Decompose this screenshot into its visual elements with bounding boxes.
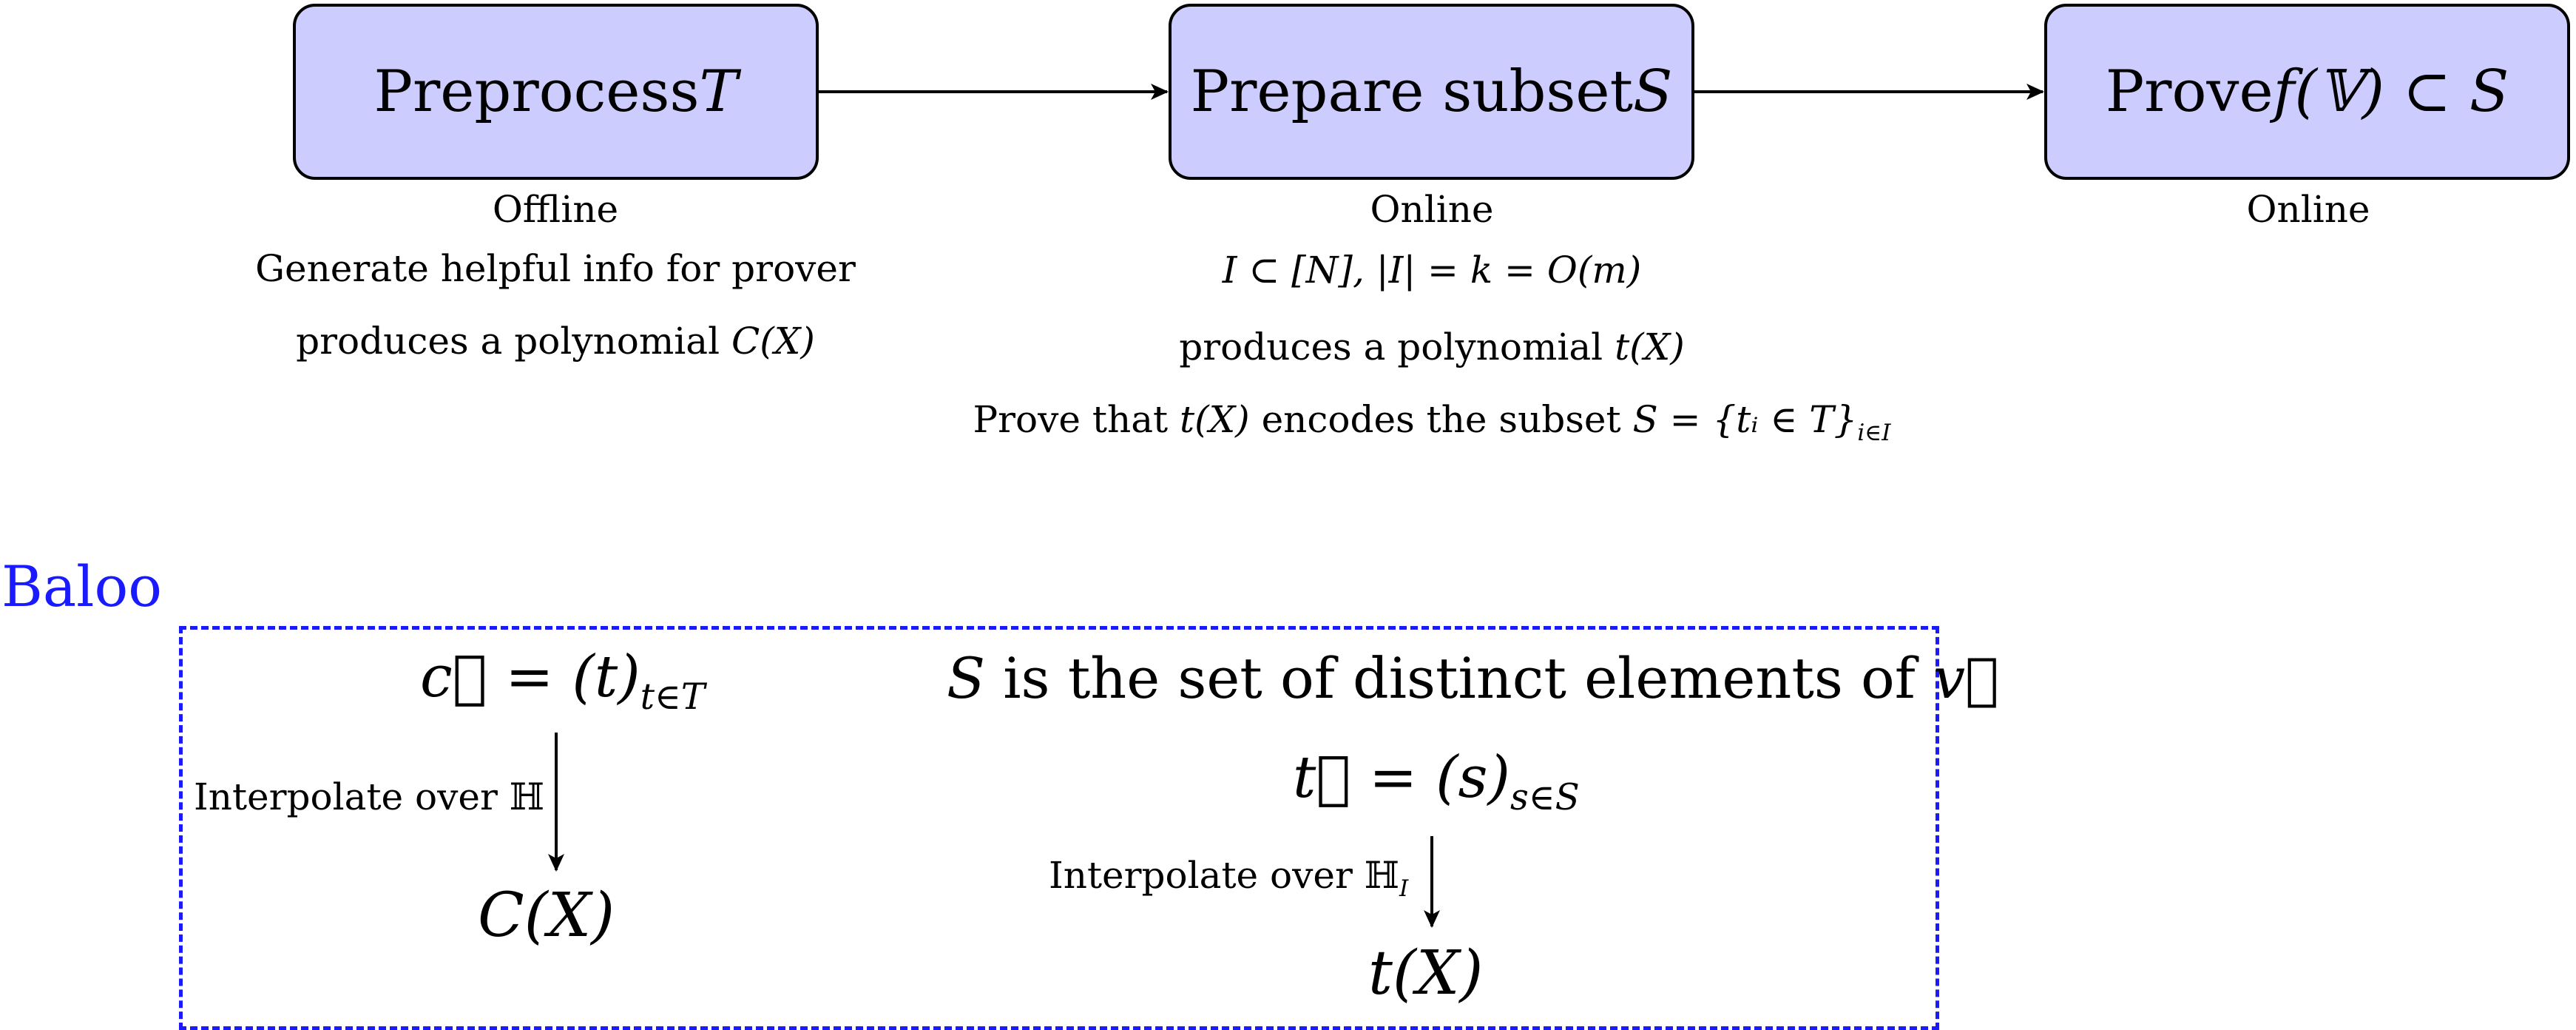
prepare-subset-box-label: Prepare subset xyxy=(1190,58,1633,125)
t-vector-text: t⃗ = (s) xyxy=(1293,744,1510,811)
cX-poly: C(X) xyxy=(478,881,615,951)
col2-line3-math-b: S = {tᵢ ∈ T} xyxy=(1632,398,1858,441)
c-vector-subscript: t∈T xyxy=(640,676,706,718)
col1-line2-text: produces a polynomial xyxy=(296,320,731,363)
set-description: S is the set of distinct elements of v⃗ xyxy=(947,645,1999,711)
col2-line1: I ⊂ [N], |I| = k = O(m) xyxy=(1222,249,1642,292)
col2-line2: produces a polynomial t(X) xyxy=(1179,326,1685,368)
prove-box-math: f(𝕍) ⊂ S xyxy=(2273,58,2509,125)
baloo-title: Baloo xyxy=(1,553,162,619)
prove-box-label: Prove xyxy=(2105,58,2274,125)
col1-line2: produces a polynomial C(X) xyxy=(296,320,815,363)
col2-line3: Prove that t(X) encodes the subset S = {… xyxy=(973,398,1891,446)
preprocess-box-label: Preprocess xyxy=(373,58,700,125)
preprocess-box-math: T xyxy=(699,58,738,125)
interpolate-1-text: Interpolate over xyxy=(194,775,510,818)
baloo-dashed-frame xyxy=(179,626,1939,1030)
interpolate-label-1: Interpolate over ℍ xyxy=(194,775,544,818)
interpolate-2-subscript: I xyxy=(1399,875,1409,902)
interpolate-2-math: ℍ xyxy=(1364,854,1400,897)
col2-line3-math-a: t(X) xyxy=(1179,398,1250,441)
col3-mode: Online xyxy=(2246,188,2370,231)
col1-line2-math: C(X) xyxy=(731,320,815,363)
t-vector-subscript: s∈S xyxy=(1510,776,1580,818)
col2-line3-text-b: encodes the subset xyxy=(1249,398,1633,441)
tX-poly: t(X) xyxy=(1368,938,1484,1009)
col2-line2-math: t(X) xyxy=(1615,326,1685,368)
col2-line3-text-a: Prove that xyxy=(973,398,1180,441)
t-vector-def: t⃗ = (s)s∈S xyxy=(1293,744,1580,818)
prepare-subset-box: Prepare subset S xyxy=(1169,4,1694,180)
interpolate-label-2: Interpolate over ℍI xyxy=(1049,854,1408,902)
col2-line3-subscript: i∈I xyxy=(1857,419,1891,446)
set-description-S: S xyxy=(947,645,986,711)
prove-box: Prove f(𝕍) ⊂ S xyxy=(2044,4,2570,180)
c-vector-text: c⃗ = (t) xyxy=(420,644,640,710)
preprocess-box: Preprocess T xyxy=(293,4,819,180)
col1-line1: Generate helpful info for prover xyxy=(255,247,856,290)
col1-mode: Offline xyxy=(492,188,619,231)
set-description-v: v⃗ xyxy=(1933,645,1999,711)
col2-line2-text: produces a polynomial xyxy=(1179,326,1615,368)
interpolate-2-text: Interpolate over xyxy=(1049,854,1365,897)
col2-mode: Online xyxy=(1370,188,1494,231)
prepare-subset-box-math: S xyxy=(1632,58,1673,125)
c-vector-def: c⃗ = (t)t∈T xyxy=(420,644,705,718)
interpolate-1-math: ℍ xyxy=(509,775,545,818)
set-description-text: is the set of distinct elements of xyxy=(985,645,1934,711)
